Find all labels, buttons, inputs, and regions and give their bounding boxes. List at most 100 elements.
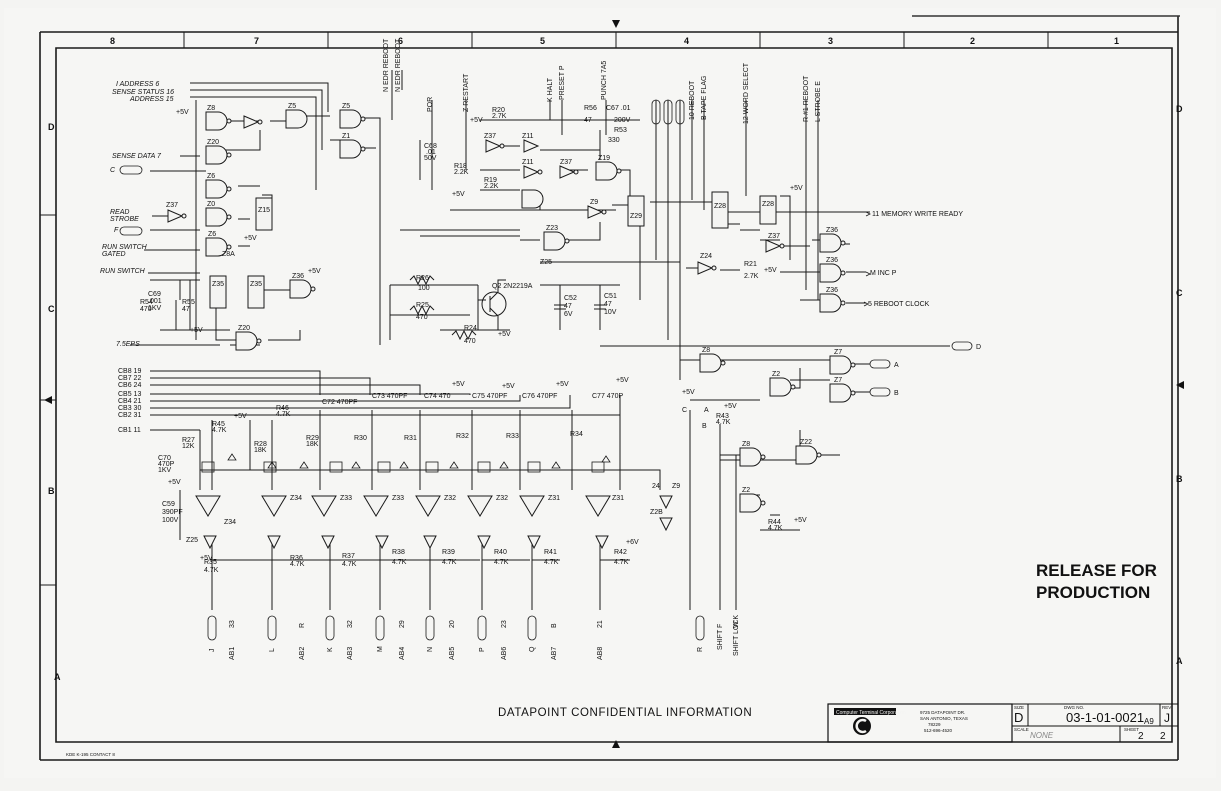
svg-text:4.7K: 4.7K	[204, 567, 219, 574]
col-label-6: 6	[398, 36, 403, 46]
svg-text:R35: R35	[204, 559, 217, 566]
svg-text:Z9: Z9	[672, 483, 680, 490]
bottom-ab5-num: 20	[449, 620, 456, 628]
bottom-ab1: AB1	[229, 647, 236, 660]
bottom-ab5: AB5	[449, 647, 456, 660]
svg-text:Z8A: Z8A	[222, 251, 235, 258]
row-label-b-right: B	[1176, 474, 1183, 484]
cb-label-4: CB4 21	[118, 398, 141, 405]
svg-text:4.7K: 4.7K	[442, 559, 457, 566]
svg-text:R24: R24	[464, 325, 477, 332]
svg-text:+6V: +6V	[626, 539, 639, 546]
svg-text:R30: R30	[354, 435, 367, 442]
wiring-analog	[150, 370, 660, 610]
svg-text:330: 330	[608, 137, 620, 144]
svg-text:R39: R39	[442, 549, 455, 556]
title-scale-label: SCALE	[1014, 727, 1029, 732]
svg-text:R45: R45	[212, 421, 225, 428]
title-address-1: SAN ANTONIO, TEXAS	[920, 716, 968, 721]
sig-top-edr2: N EDR REBOOT	[395, 38, 402, 92]
svg-text:Z2: Z2	[742, 487, 750, 494]
svg-text:Z24: Z24	[700, 253, 712, 260]
bottom-q: Q	[529, 646, 536, 652]
bottom-ab7: AB7	[551, 647, 558, 660]
svg-text:Z20: Z20	[207, 139, 219, 146]
svg-text:Z2: Z2	[772, 371, 780, 378]
inner-border	[55, 47, 1173, 743]
sig-address: I ADDRESS 6	[116, 81, 159, 88]
bottom-ab6: AB6	[501, 647, 508, 660]
svg-text:+5V: +5V	[168, 479, 181, 486]
svg-text:470: 470	[464, 338, 476, 345]
svg-text:1KV: 1KV	[148, 305, 162, 312]
svg-text:C59: C59	[162, 501, 175, 508]
wiring-right	[600, 195, 950, 610]
svg-text:+5V: +5V	[190, 327, 203, 334]
svg-text:100: 100	[418, 285, 430, 292]
bottom-k: K	[327, 647, 334, 652]
svg-text:+5V: +5V	[616, 377, 629, 384]
bottom-ab2: AB2	[299, 647, 306, 660]
sig-top-por: POR	[427, 97, 434, 112]
svg-text:47: 47	[604, 301, 612, 308]
svg-text:+5V: +5V	[452, 191, 465, 198]
svg-text:Z0: Z0	[207, 201, 215, 208]
svg-text:Z33: Z33	[392, 495, 404, 502]
svg-text:R20: R20	[492, 107, 505, 114]
svg-text:Z37: Z37	[484, 133, 496, 140]
svg-text:1KV: 1KV	[158, 467, 172, 474]
row-label-d-right: D	[1176, 104, 1183, 114]
svg-text:Z19: Z19	[598, 155, 610, 162]
svg-text:4.7K: 4.7K	[392, 559, 407, 566]
bottom-ab2-num: R	[299, 623, 306, 628]
bottom-ab3: AB3	[347, 647, 354, 660]
svg-text:+5V: +5V	[794, 517, 807, 524]
svg-text:100V: 100V	[162, 517, 179, 524]
svg-text:C68: C68	[424, 143, 437, 150]
svg-text:47: 47	[584, 117, 592, 124]
sig-sh1-d: D	[976, 344, 981, 351]
sig-sh1-b: B	[894, 390, 899, 397]
sig-run-gated1: RUN SWITCH	[102, 244, 148, 251]
col-label-2: 2	[970, 36, 975, 46]
cb-label-3: CB5 13	[118, 391, 141, 398]
svg-text:Z29: Z29	[630, 213, 642, 220]
svg-text:Z1: Z1	[342, 133, 350, 140]
title-rev-label: REV	[1162, 705, 1171, 710]
svg-text:Z20: Z20	[238, 325, 250, 332]
title-dwg-no: 03-1-01-0021	[1066, 710, 1144, 725]
svg-text:R31: R31	[404, 435, 417, 442]
title-block: Computer Terminal Corporation 9725 DATAP…	[827, 703, 1178, 743]
sig-top-reboot: 10 REBOOT	[689, 80, 696, 120]
svg-text:Z8: Z8	[207, 105, 215, 112]
bottom-connector-ovals	[207, 615, 705, 641]
release-line1: RELEASE FOR	[1036, 561, 1157, 580]
sig-f: F	[114, 227, 119, 234]
svg-text:18K: 18K	[306, 441, 319, 448]
svg-text:+5V: +5V	[308, 268, 321, 275]
svg-text:R43: R43	[716, 413, 729, 420]
svg-text:Z6: Z6	[207, 173, 215, 180]
sig-run-switch: RUN SWITCH	[100, 268, 146, 275]
svg-text:C: C	[682, 407, 687, 414]
sig-read2: STROBE	[110, 216, 139, 223]
svg-text:R40: R40	[494, 549, 507, 556]
cb-label-5: CB3 30	[118, 405, 141, 412]
svg-text:R18: R18	[454, 163, 467, 170]
svg-text:+5V: +5V	[556, 381, 569, 388]
svg-text:R54: R54	[140, 299, 153, 306]
svg-text:Z28: Z28	[714, 203, 726, 210]
svg-text:Z8: Z8	[742, 441, 750, 448]
sig-top-strobe: L STROBE E	[815, 81, 822, 122]
svg-text:+5V: +5V	[724, 403, 737, 410]
svg-text:6V: 6V	[564, 311, 573, 318]
confidential-notice: DATAPOINT CONFIDENTIAL INFORMATION	[498, 707, 752, 719]
svg-text:+5V: +5V	[682, 389, 695, 396]
svg-text:Z36: Z36	[826, 287, 838, 294]
svg-text:Z15: Z15	[258, 207, 270, 214]
title-sheet-label: SHEET	[1124, 727, 1139, 732]
svg-text:Z36: Z36	[826, 227, 838, 234]
col-label-7: 7	[254, 36, 259, 46]
row-label-b: B	[48, 486, 55, 496]
svg-text:+5V: +5V	[234, 413, 247, 420]
